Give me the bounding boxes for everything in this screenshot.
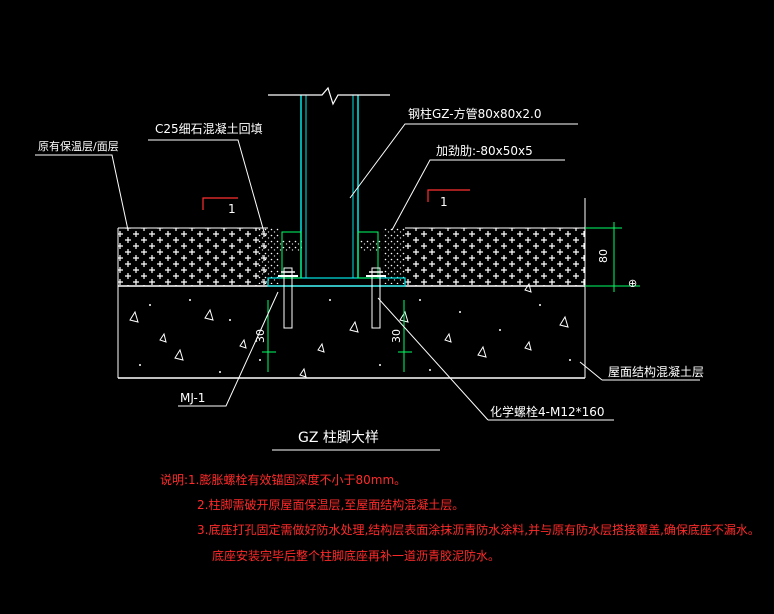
section-mark-left xyxy=(202,197,238,210)
break-line xyxy=(268,86,390,106)
section-mark-left-label: 1 xyxy=(228,202,236,216)
chem-anchor-label: 化学螺栓4-M12*160 xyxy=(490,404,605,419)
c25-infill xyxy=(258,228,405,284)
anchor-bolt-left xyxy=(278,267,298,329)
roof-slab-label: 屋面结构混凝土层 xyxy=(608,364,704,379)
anchor-bolt-right xyxy=(366,267,386,329)
insulation-layer xyxy=(117,198,586,286)
note-line-2: 2.柱脚需破开原屋面保温层,至屋面结构混凝土层。 xyxy=(197,497,464,512)
concrete-slab xyxy=(117,282,586,379)
c25-infill-label: C25细石混凝土回填 xyxy=(155,121,263,136)
section-mark-right-label: 1 xyxy=(440,195,448,209)
dim-80-label: 80 xyxy=(597,249,610,263)
base-plate xyxy=(267,277,406,287)
steel-column-label: 钢柱GZ-方管80x80x2.0 xyxy=(408,106,541,121)
note-line-1: 说明:1.膨胀螺栓有效锚固深度不小于80mm。 xyxy=(160,472,406,487)
dim-30-right-label: 30 xyxy=(390,329,403,343)
steel-column xyxy=(268,86,390,279)
note-line-3: 3.底座打孔固定需做好防水处理,结构层表面涂抹沥青防水涂料,并与原有防水层搭接覆… xyxy=(197,522,760,537)
elevation-mark: ⊕ xyxy=(626,279,639,288)
dimension-80 xyxy=(585,222,640,292)
note-line-4: 底座安装完毕后整个柱脚底座再补一道沥青胶泥防水。 xyxy=(212,548,500,563)
dimension-30-right xyxy=(398,300,412,372)
section-mark-right xyxy=(427,189,470,202)
leader-lines xyxy=(35,123,700,421)
embed-plate-label: MJ-1 xyxy=(180,391,205,405)
stiffener-label: 加劲肋:-80x50x5 xyxy=(436,143,533,158)
existing-insulation-label: 原有保温层/面层 xyxy=(38,139,119,153)
dimension-30-left xyxy=(262,300,276,372)
drawing-title: GZ 柱脚大样 xyxy=(298,430,379,446)
dim-30-left-label: 30 xyxy=(254,329,267,343)
